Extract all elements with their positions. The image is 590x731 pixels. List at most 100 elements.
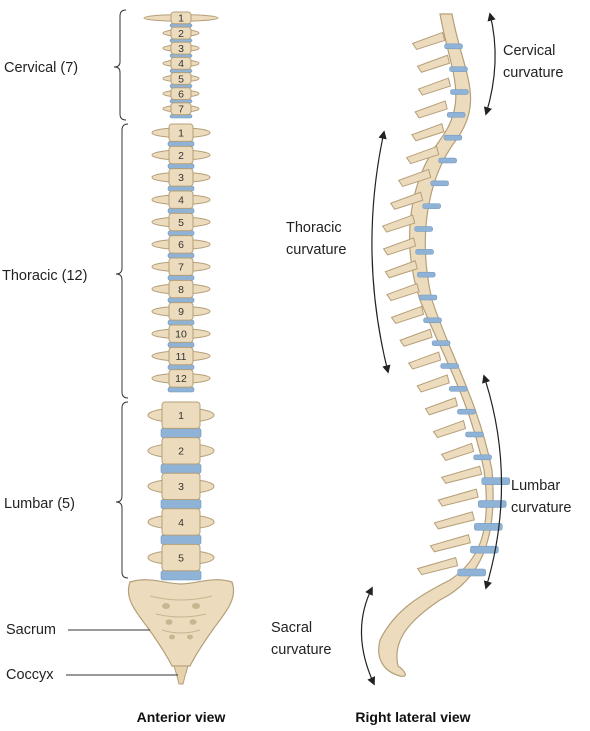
anterior-vertebrae <box>143 11 219 572</box>
thoracic-curvature-arrow <box>371 130 391 374</box>
lateral-spinous-process <box>407 351 442 370</box>
lumbar-vertebra <box>161 508 201 536</box>
cervical-vertebra <box>170 11 192 25</box>
anterior-view-caption: Anterior view <box>137 709 226 725</box>
lateral-disc <box>438 157 457 164</box>
lateral-spinous-process <box>411 31 446 51</box>
lateral-spinous-process <box>416 556 459 576</box>
lumbar-bracket <box>115 401 129 579</box>
thoracic-vertebra-number: 8 <box>178 284 184 296</box>
lateral-disc <box>450 89 469 95</box>
cervical-curvature-label-1: Cervical <box>503 43 555 59</box>
cervical-vertebra-number: 1 <box>178 13 184 25</box>
lateral-disc <box>430 180 449 187</box>
lateral-disc <box>414 226 433 232</box>
thoracic-disc <box>167 364 195 370</box>
lateral-spinous-process <box>417 77 452 96</box>
coccyx-bone <box>173 665 189 685</box>
lateral-disc <box>418 294 438 301</box>
anterior-discs <box>160 23 202 581</box>
cervical-vertebra <box>170 41 192 55</box>
cervical-vertebra <box>170 72 192 85</box>
cervical-label: Cervical (7) <box>4 60 78 76</box>
cervical-vertebra-number: 2 <box>178 28 184 40</box>
thoracic-vertebra-number: 6 <box>178 239 184 251</box>
lumbar-disc <box>160 499 202 510</box>
lateral-disc <box>457 568 486 577</box>
lumbar-curvature-label-2: curvature <box>511 500 571 516</box>
thoracic-disc <box>167 208 195 214</box>
thoracic-disc <box>167 163 195 169</box>
lateral-spinous-process <box>424 397 458 416</box>
cervical-vertebra <box>170 26 192 40</box>
lateral-spinous-processes <box>381 31 483 576</box>
lateral-spinous-process <box>416 374 450 393</box>
lateral-spinous-process <box>384 260 418 279</box>
cervical-vertebra <box>170 56 192 70</box>
thoracic-disc <box>167 141 195 147</box>
cervical-vertebra-number: 4 <box>178 58 184 70</box>
thoracic-vertebra-number: 10 <box>175 329 187 341</box>
cervical-vertebra-number: 5 <box>178 73 184 85</box>
lateral-disc <box>465 431 484 438</box>
lateral-spinous-process <box>437 488 479 507</box>
thoracic-vertebra <box>168 279 194 299</box>
lateral-disc <box>473 454 492 461</box>
lumbar-vertebra-number: 3 <box>178 481 184 493</box>
thoracic-vertebra <box>168 212 194 232</box>
lateral-disc <box>440 363 459 369</box>
thoracic-vertebra-number: 4 <box>178 195 184 207</box>
thoracic-vertebra <box>168 257 194 276</box>
lateral-disc <box>415 249 434 255</box>
thoracic-disc <box>167 386 195 393</box>
sacral-curvature-label-2: curvature <box>271 642 331 658</box>
thoracic-curvature-label-2: curvature <box>286 242 346 258</box>
lumbar-vertebra <box>161 437 201 465</box>
curvature-arrows <box>360 12 503 686</box>
lumbar-vertebra-number: 1 <box>178 410 184 422</box>
lateral-spinous-process <box>411 123 445 142</box>
lateral-disc <box>446 112 466 118</box>
thoracic-bracket <box>115 123 129 399</box>
thoracic-disc <box>167 342 195 348</box>
thoracic-vertebra-number: 3 <box>178 172 184 184</box>
sacral-ridges <box>149 595 213 634</box>
lateral-spinous-process <box>397 168 432 188</box>
lumbar-disc <box>160 428 202 438</box>
lateral-spinous-process <box>405 145 440 165</box>
lateral-spinous-process <box>389 191 424 210</box>
thoracic-vertebra <box>168 235 194 254</box>
lateral-disc <box>477 500 507 508</box>
thoracic-vertebra <box>168 302 194 321</box>
thoracic-vertebra <box>168 123 194 142</box>
thoracic-curvature-label-1: Thoracic <box>286 220 342 236</box>
cervical-vertebra <box>170 87 192 101</box>
thoracic-vertebra-number: 12 <box>175 373 187 385</box>
thoracic-vertebra-number: 1 <box>178 128 184 140</box>
thoracic-vertebra-number: 2 <box>178 150 184 162</box>
sacral-curvature-arrow <box>360 586 375 686</box>
lumbar-disc <box>160 534 202 545</box>
cervical-vertebra-number: 7 <box>178 104 184 116</box>
lumbar-disc <box>160 463 202 474</box>
thoracic-label: Thoracic (12) <box>2 268 87 284</box>
lumbar-label: Lumbar (5) <box>4 496 75 512</box>
lumbar-vertebra <box>161 472 201 501</box>
lumbar-curvature-arrow <box>482 374 503 590</box>
thoracic-vertebra-number: 9 <box>178 306 184 318</box>
thoracic-vertebra <box>168 346 194 366</box>
thoracic-disc <box>167 185 195 192</box>
lateral-spinous-process <box>399 328 433 347</box>
lateral-spine <box>378 13 510 677</box>
thoracic-vertebra <box>168 145 194 165</box>
lumbar-vertebra-number: 2 <box>178 446 184 458</box>
thoracic-vertebra <box>168 324 194 343</box>
lumbar-vertebra-number: 5 <box>178 552 184 564</box>
lateral-disc <box>457 408 476 415</box>
lateral-spinous-process <box>416 54 451 73</box>
region-brackets <box>113 9 129 579</box>
thoracic-disc <box>167 230 195 236</box>
lateral-spinous-process <box>432 419 467 439</box>
